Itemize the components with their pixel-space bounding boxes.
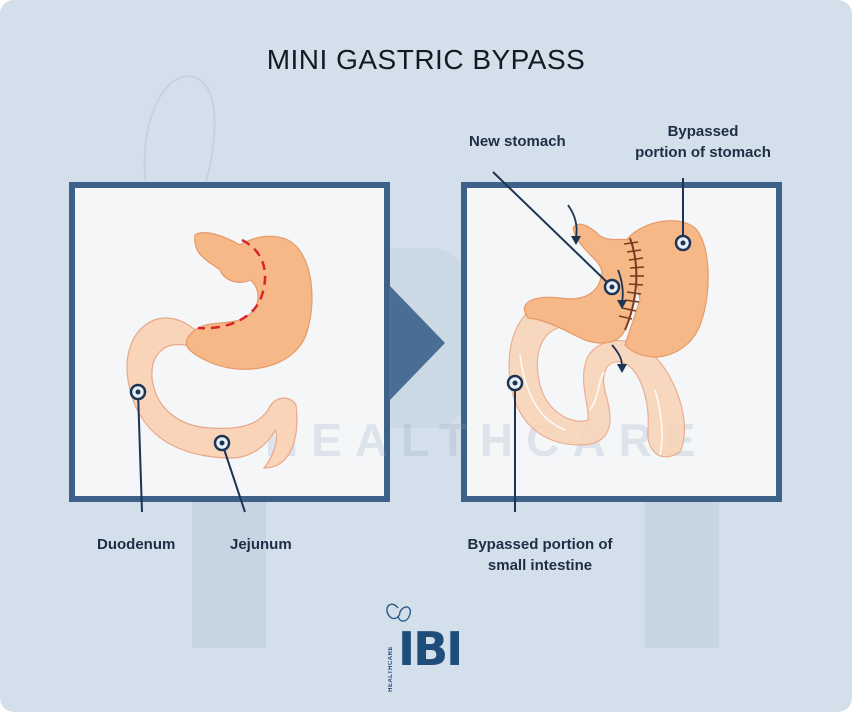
staple-marks (618, 241, 645, 320)
label-bypassed-intestine: Bypassed portion of small intestine (455, 534, 625, 576)
label-bypassed-stomach-line1: Bypassed (667, 123, 739, 140)
bypassed-intestine-shape (508, 299, 685, 458)
stomach-shape (185, 232, 313, 370)
label-jejunum: Jejunum (230, 536, 292, 553)
label-bypassed-intestine-line2: small intestine (487, 557, 593, 574)
watermark-text: HEALTHCARE (265, 414, 709, 466)
bypassed-stomach-shape (624, 220, 709, 358)
label-bypassed-stomach-line2: portion of stomach (635, 144, 771, 161)
label-new-stomach: New stomach (469, 133, 566, 150)
transition-arrow (389, 285, 445, 401)
logo-subtext: HEALTHCARE (388, 646, 394, 692)
cut-line (197, 238, 267, 330)
page-title: MINI GASTRIC BYPASS (266, 44, 586, 75)
new-stomach-shape (523, 223, 637, 344)
label-duodenum: Duodenum (97, 536, 176, 553)
label-bypassed-stomach: Bypassed portion of stomach (628, 121, 778, 163)
flow-arrowheads (571, 236, 627, 373)
duodenum-jejunum-shape (126, 317, 298, 469)
logo: IBI (398, 622, 463, 676)
label-bypassed-intestine-line1: Bypassed portion of (467, 536, 613, 553)
